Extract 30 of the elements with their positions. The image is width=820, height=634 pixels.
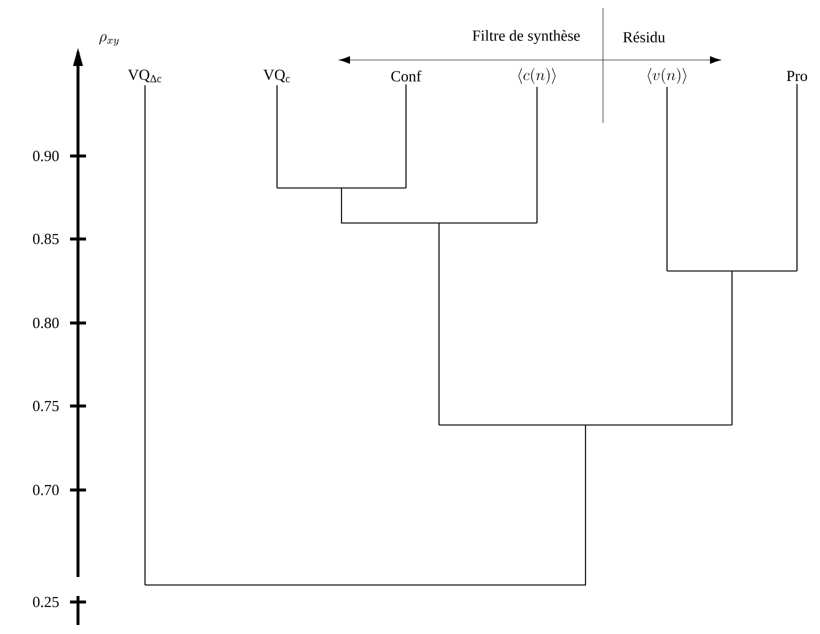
tick-label: 0.80 [33, 318, 59, 328]
leaf-label: VQ$_{Δc}$ [128, 70, 162, 82]
leaf-label: $\langle c(n)\rangle$ [518, 68, 556, 84]
leaf-label: VQ$_{c}$ [263, 70, 290, 82]
dendrogram-link [276, 187, 407, 189]
dendrogram-branch [144, 85, 146, 585]
dendrogram-branch [666, 86, 668, 271]
dendrogram-branch [438, 224, 440, 425]
direction-label: Filtre de synthèse [472, 30, 580, 44]
dendrogram-link [144, 584, 587, 586]
leaf-label: Conf [391, 70, 422, 82]
dendrogram-link [340, 222, 538, 224]
tick-label: 0.90 [33, 150, 59, 162]
dendrogram-branch [536, 86, 538, 223]
dendrogram-link [666, 270, 798, 272]
dendrogram-branch [796, 84, 798, 271]
direction-label: Résidu [623, 32, 666, 42]
tick-label: 0.70 [33, 484, 59, 496]
dendrogram-branch [731, 272, 733, 425]
dendrogram-branch [340, 188, 342, 223]
tick-label: 0.85 [33, 234, 59, 244]
dendrogram-branch [276, 85, 278, 188]
leaf-label: Pro [786, 70, 808, 82]
dendrogram-branch [584, 426, 586, 585]
axis-label: $\rho_{xy}$ [99, 34, 119, 46]
tick-label: 0.25 [33, 596, 59, 608]
dendrogram-link [438, 424, 733, 426]
dendrogram-branch [405, 84, 407, 188]
tick-label: 0.75 [33, 400, 59, 412]
leaf-label: $\langle v(n)\rangle$ [648, 68, 686, 84]
